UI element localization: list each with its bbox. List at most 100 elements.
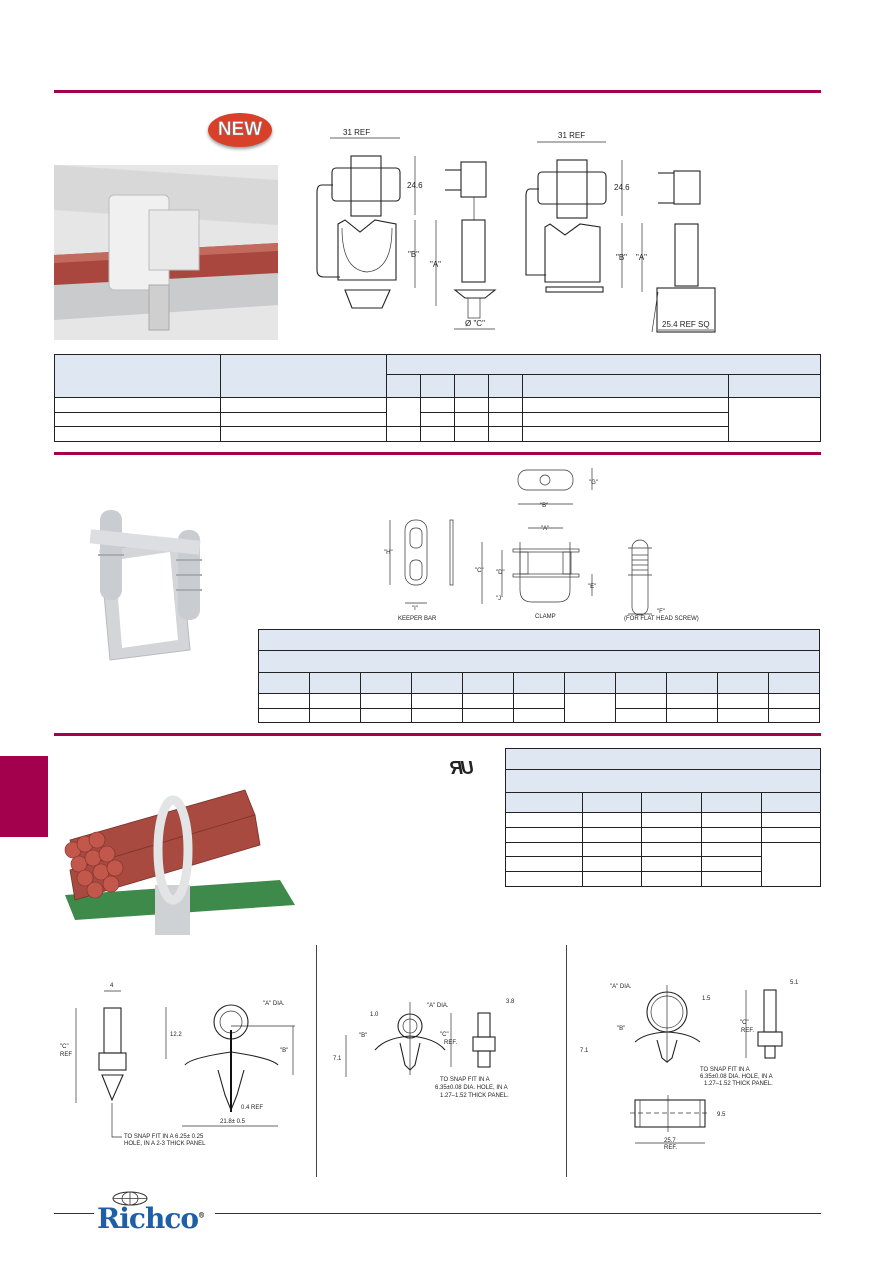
table-cell xyxy=(420,397,455,413)
header-cell xyxy=(386,374,421,398)
dim-e: "E" xyxy=(588,584,596,590)
dim-c: "C" xyxy=(740,1020,749,1026)
note-line-1: TO SNAP FIT IN A xyxy=(700,1067,750,1073)
table-cell xyxy=(761,841,821,888)
dim-c: Ø "C" xyxy=(465,319,485,328)
table-cell xyxy=(411,707,463,723)
table-cell xyxy=(701,812,762,828)
dim-depth: 9.5 xyxy=(717,1112,726,1118)
footer-rule-right xyxy=(215,1213,821,1214)
note-line-1: TO SNAP FIT IN A 6.25± 0.25 xyxy=(124,1134,204,1140)
dim-b: "B" xyxy=(280,1048,288,1054)
dim-a: "A" xyxy=(430,260,441,269)
table-row xyxy=(258,707,820,723)
clip-drawing-2: "A" DIA. 1.0 "B" "C" REF. 7.1 3.8 TO SNA… xyxy=(333,999,515,1099)
table-cell xyxy=(505,856,583,873)
table-cell xyxy=(582,841,642,858)
dim-d: "D" xyxy=(496,570,505,576)
dim-g: "G" xyxy=(589,480,598,486)
dim-c-ref: REF xyxy=(60,1052,72,1058)
richco-logo: Richco® xyxy=(97,1202,205,1235)
keeper-bar-label: KEEPER BAR xyxy=(398,616,437,622)
table-cell xyxy=(220,411,387,428)
table-cell xyxy=(582,871,642,887)
table-row xyxy=(505,812,821,828)
header-title-cell xyxy=(258,629,820,651)
header-cell xyxy=(768,672,820,694)
table-cell xyxy=(505,812,583,828)
header-cell xyxy=(54,354,221,398)
dim-height: 24.6 xyxy=(407,181,423,190)
dim-base: 7.1 xyxy=(333,1056,342,1062)
table-cell xyxy=(768,707,820,723)
note-line-3: 1.27–1.52 THICK PANEL. xyxy=(440,1093,509,1099)
header-cell xyxy=(258,672,310,694)
dim-c: "C" xyxy=(60,1044,69,1050)
table-cell xyxy=(641,841,702,858)
note-line-3: 1.27–1.52 THICK PANEL. xyxy=(704,1081,773,1087)
table-cell xyxy=(505,841,583,858)
header-cell xyxy=(728,374,821,398)
table-cell xyxy=(505,871,583,887)
note-line-2: 6.35±0.08 DIA. HOLE, IN A xyxy=(700,1074,773,1080)
note-line-2: 6.35±0.08 DIA. HOLE, IN A xyxy=(435,1085,508,1091)
dim-wall: 1.5 xyxy=(702,996,711,1002)
table-cell xyxy=(701,826,762,843)
dim-c: "C" xyxy=(475,568,484,574)
clamp-label: CLAMP xyxy=(535,614,556,620)
table-cell xyxy=(701,871,762,887)
header-cell xyxy=(411,672,463,694)
header-cell xyxy=(420,374,455,398)
section-divider xyxy=(54,733,821,736)
table-cell xyxy=(513,693,565,709)
dim-a: "A" xyxy=(636,253,647,262)
table-cell xyxy=(641,826,702,843)
section-divider xyxy=(54,452,821,455)
header-cell xyxy=(360,672,412,694)
table-cell xyxy=(666,693,718,709)
table-row xyxy=(505,841,821,888)
dim-width: 5.1 xyxy=(790,980,799,986)
dim-width: 31 REF xyxy=(558,131,585,140)
table-cell xyxy=(615,707,667,723)
dim-c-ref: REF. xyxy=(741,1028,754,1034)
header-cell xyxy=(615,672,667,694)
dim-wall: 1.0 xyxy=(370,1012,379,1018)
table-cell xyxy=(54,426,221,442)
dim-thickness: 0.4 REF xyxy=(241,1105,263,1111)
table-row xyxy=(258,693,820,723)
dim-a: "A" DIA. xyxy=(427,1003,449,1009)
table-cell xyxy=(420,426,455,442)
table-cell xyxy=(360,707,412,723)
section-divider xyxy=(54,90,821,93)
dim-b: "B" xyxy=(617,1026,625,1032)
logo-text: Richco xyxy=(97,1202,199,1235)
header-cell xyxy=(488,374,523,398)
table-cell xyxy=(641,856,702,873)
new-badge: NEW xyxy=(208,113,272,147)
dim-b: "B" xyxy=(540,503,548,509)
table-cell xyxy=(309,693,361,709)
table-cell xyxy=(641,871,702,887)
table-cell xyxy=(522,397,729,413)
dim-width: 3.8 xyxy=(506,999,515,1005)
header-cell xyxy=(309,672,361,694)
table-cell xyxy=(522,411,729,428)
table-cell xyxy=(513,707,565,723)
dim-base: 25.4 REF SQ xyxy=(662,320,710,329)
dim-a: "A" DIA. xyxy=(610,984,632,990)
table-row xyxy=(54,411,821,428)
table-cell xyxy=(761,812,821,828)
header-cell xyxy=(564,672,616,694)
table-cell xyxy=(258,693,310,709)
table-row xyxy=(505,856,821,873)
note-line-1: TO SNAP FIT IN A xyxy=(440,1077,490,1083)
spec-table-2 xyxy=(258,629,820,723)
header-cell xyxy=(582,792,642,813)
header-cell xyxy=(513,672,565,694)
table-cell xyxy=(411,693,463,709)
table-cell xyxy=(717,693,769,709)
header-cell xyxy=(220,354,387,398)
dim-b: "B" xyxy=(616,253,627,262)
header-cell xyxy=(641,792,702,813)
